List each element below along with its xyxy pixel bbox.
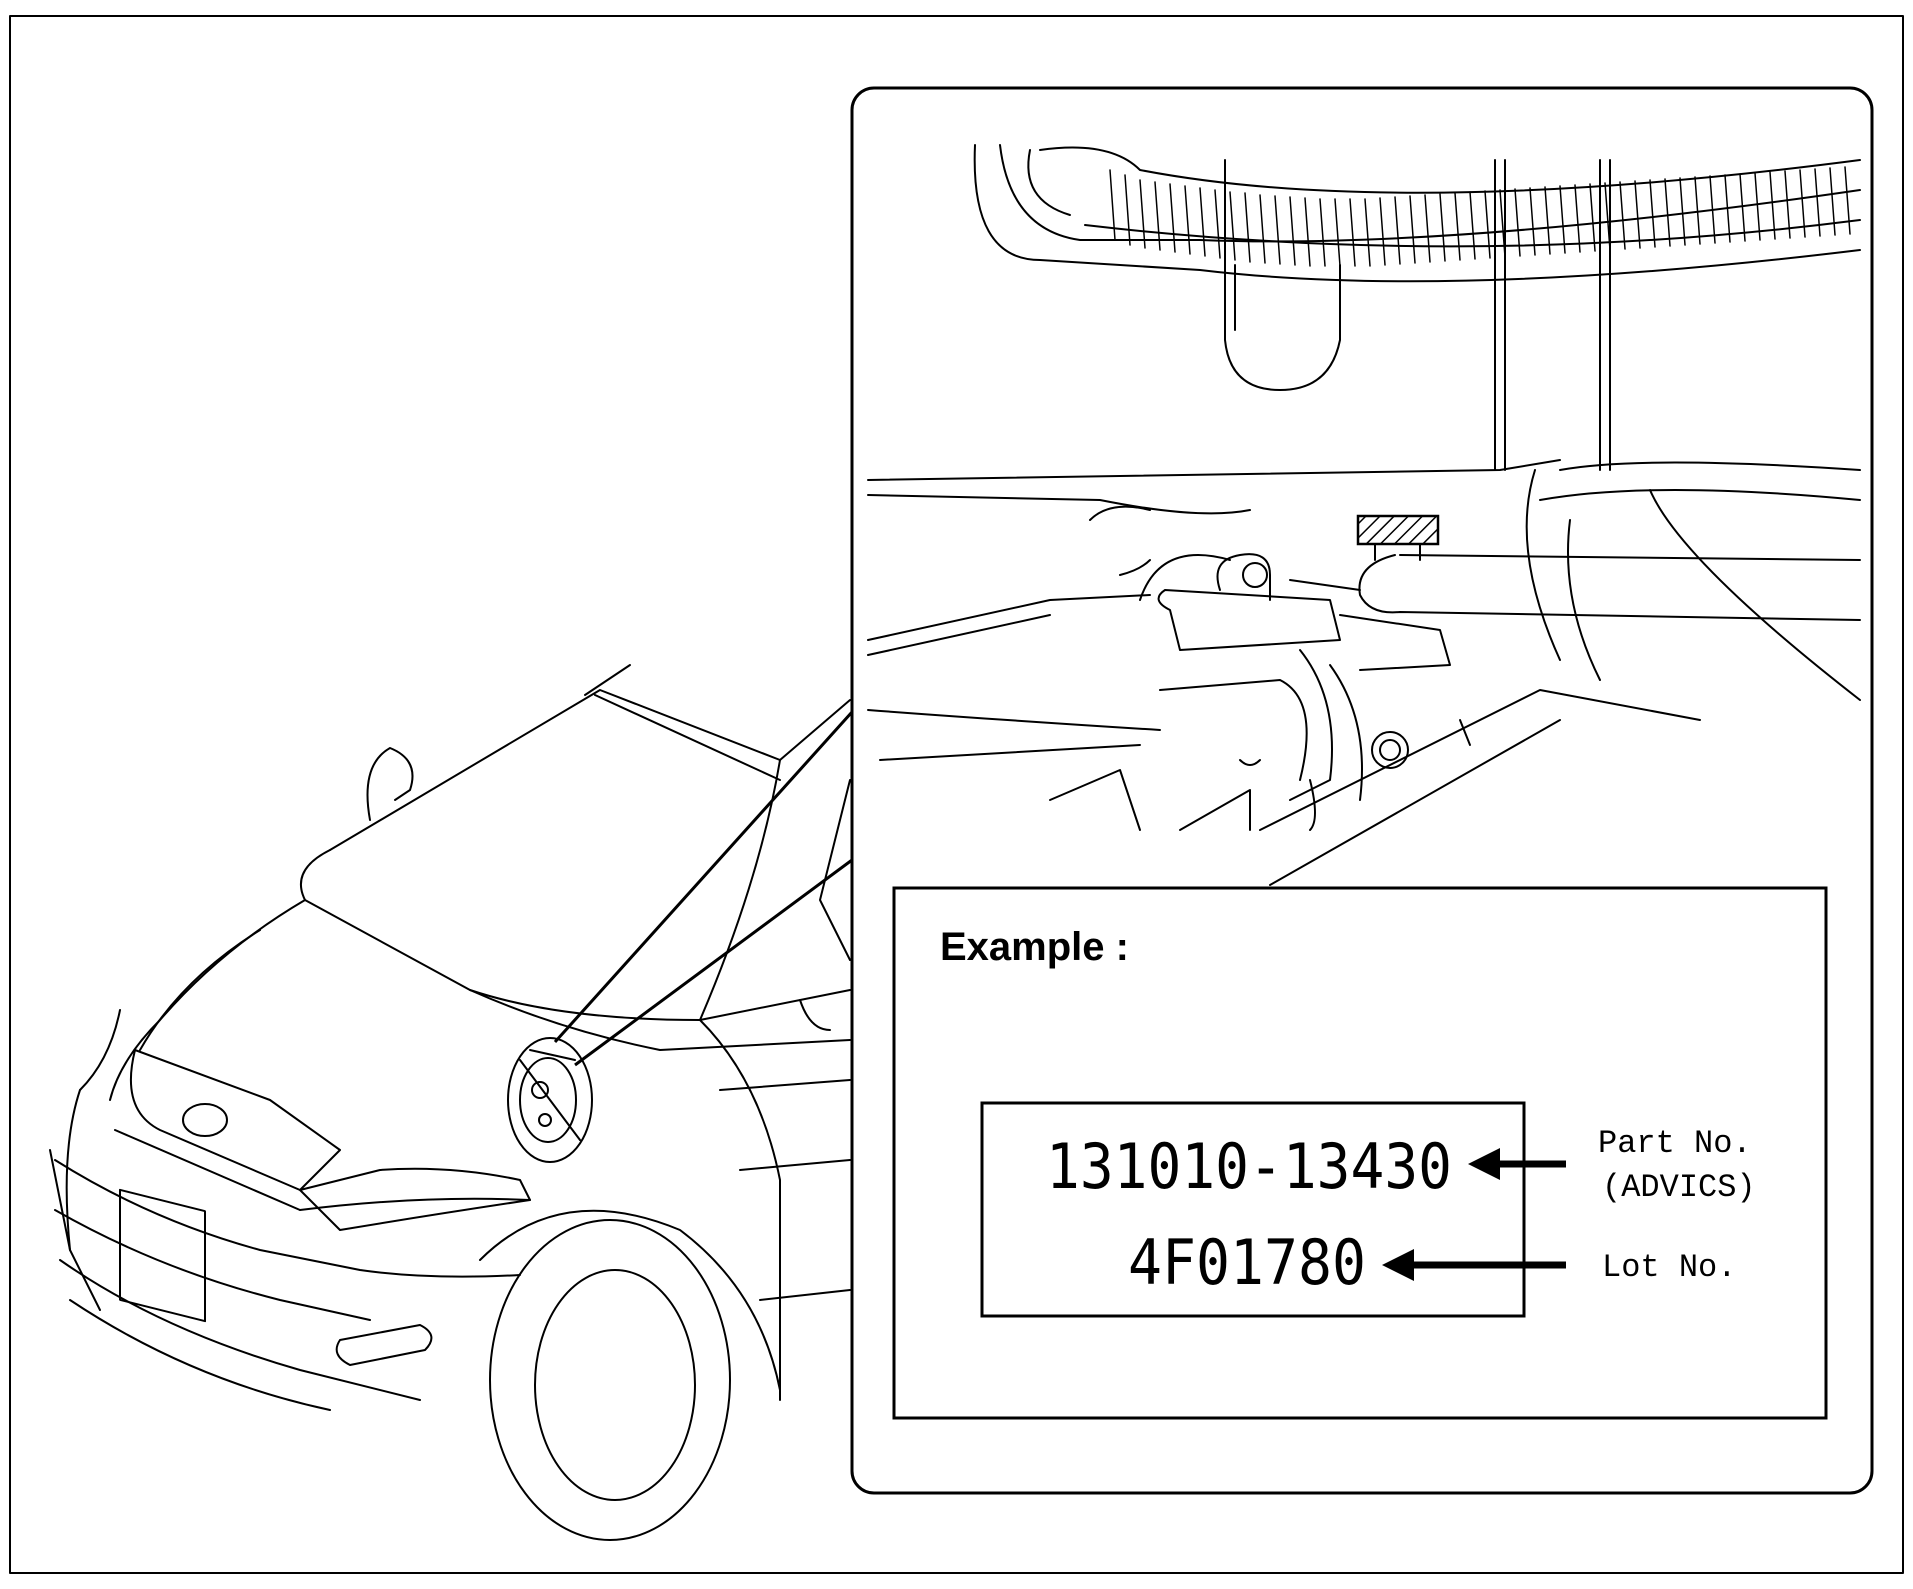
- part-label-line1: Part No.: [1598, 1125, 1752, 1162]
- lot-number-value: 4F01780: [1128, 1226, 1366, 1299]
- actuator-location-marker: [507, 1037, 593, 1163]
- arrow-left-icon: [1382, 1249, 1566, 1281]
- label-plate: [980, 1101, 1526, 1318]
- outer-frame: [9, 15, 1904, 1574]
- leader-line-lower: [574, 858, 853, 1067]
- part-label-line2: (ADVICS): [1602, 1169, 1756, 1206]
- part-number-value: 131010-13430: [1046, 1130, 1452, 1203]
- detail-inset-panel: Example : 131010-13430 4F01780 Part No. …: [850, 86, 1874, 1495]
- vehicle-front-view-drawing: [49, 664, 851, 1541]
- arrow-left-icon: [1468, 1148, 1566, 1180]
- actuator-location-detail-drawing: [867, 144, 1861, 886]
- example-heading: Example :: [940, 925, 1129, 969]
- lot-label: Lot No.: [1602, 1249, 1736, 1286]
- example-box: Example : 131010-13430 4F01780 Part No. …: [892, 886, 1828, 1420]
- hatched-label-marker: [1356, 514, 1440, 546]
- leader-line-upper: [553, 710, 854, 1044]
